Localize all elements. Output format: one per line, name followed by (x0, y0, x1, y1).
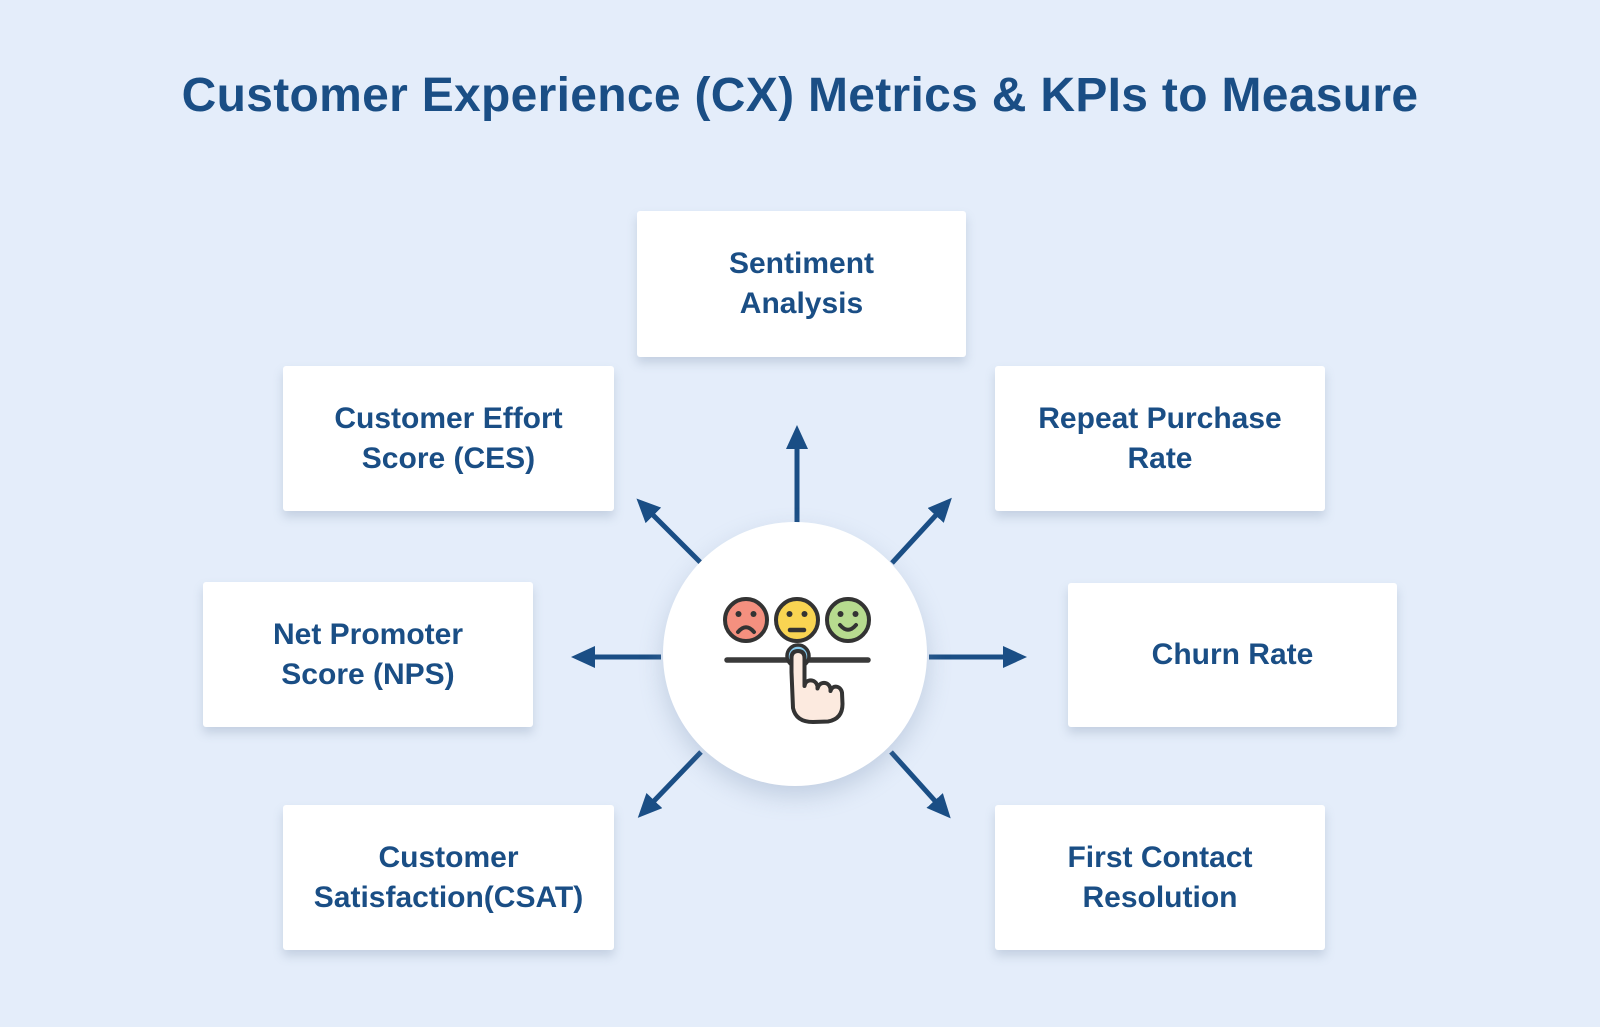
node-label: Sentiment Analysis (729, 244, 874, 324)
node-label-line: Score (NPS) (281, 657, 455, 691)
node-label: Churn Rate (1152, 635, 1314, 675)
node-label-line: Churn Rate (1151, 638, 1314, 672)
node-net-promoter-score: Net Promoter Score (NPS) (203, 582, 533, 727)
sad-face-circle (723, 597, 769, 643)
node-repeat-purchase-rate: Repeat Purchase Rate (995, 366, 1325, 511)
sad-face-eye (735, 611, 742, 617)
node-label: Repeat Purchase Rate (1038, 399, 1281, 479)
node-label-line: Resolution (1082, 880, 1238, 914)
sad-face-icon (723, 597, 769, 643)
happy-face-circle (825, 597, 871, 643)
page-title: Customer Experience (CX) Metrics & KPIs … (181, 69, 1419, 122)
feedback-rating-slider-icon (723, 597, 871, 724)
neutral-face-eye (801, 611, 808, 617)
node-label: Net Promoter Score (NPS) (273, 615, 463, 695)
node-label-line: First Contact (1067, 840, 1253, 874)
happy-face-eye (852, 611, 859, 617)
node-label-line: Score (CES) (361, 441, 536, 475)
node-label-line: Customer Effort (334, 401, 563, 435)
sad-face-mouth (736, 625, 756, 634)
node-label-line: Satisfaction(CSAT) (313, 880, 584, 914)
neutral-face-icon (774, 597, 820, 643)
sad-face-eye (750, 611, 757, 617)
node-label-line: Rate (1127, 441, 1193, 475)
node-label-line: Customer (378, 840, 519, 874)
node-churn-rate: Churn Rate (1068, 583, 1397, 727)
happy-face-mouth (838, 623, 858, 632)
node-sentiment-analysis: Sentiment Analysis (637, 211, 966, 357)
node-label: First Contact Resolution (1067, 838, 1252, 918)
node-label-line: Sentiment (728, 247, 875, 281)
node-label: Customer Effort Score (CES) (334, 399, 562, 479)
node-label: Customer Satisfaction(CSAT) (314, 838, 583, 918)
node-customer-satisfaction: Customer Satisfaction(CSAT) (283, 805, 614, 950)
node-label-line: Repeat Purchase (1038, 401, 1282, 435)
neutral-face-circle (774, 597, 820, 643)
node-customer-effort-score: Customer Effort Score (CES) (283, 366, 614, 511)
happy-face-icon (825, 597, 871, 643)
node-label-line: Net Promoter (272, 617, 464, 651)
happy-face-eye (837, 611, 844, 617)
pointing-hand-icon (789, 649, 845, 724)
node-first-contact-resolution: First Contact Resolution (995, 805, 1325, 950)
center-illustration-circle (663, 522, 927, 786)
neutral-face-eye (786, 611, 793, 617)
node-label-line: Analysis (739, 287, 864, 320)
